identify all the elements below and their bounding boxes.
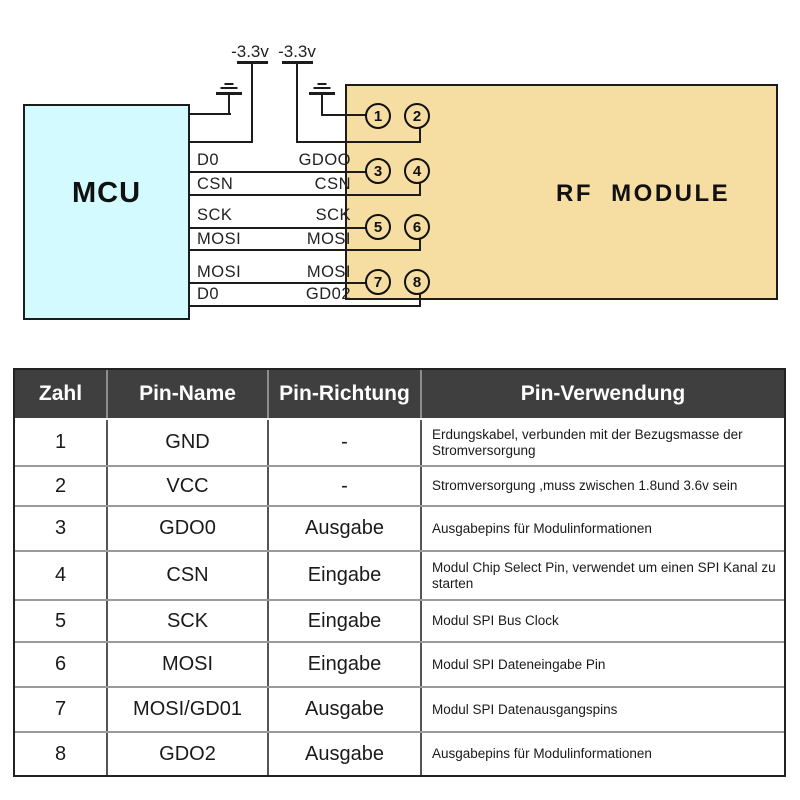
table-cell-pin-richtung: Ausgabe <box>269 507 422 550</box>
rf-pin-label: GDOO <box>298 151 351 169</box>
column-header-pin-verwendung: Pin-Verwendung <box>520 382 686 405</box>
wire <box>296 63 298 143</box>
pin-number-circle: 1 <box>365 103 391 129</box>
wire <box>297 141 421 143</box>
table-cell-pin-richtung: Eingabe <box>269 601 422 641</box>
rf-pin-label: MOSI <box>306 230 351 248</box>
table-cell-pin-verwendung: Erdungskabel, verbunden mit der Bezugsma… <box>432 426 743 458</box>
supply-rail-icon <box>237 61 268 64</box>
table-cell-pin-name: GDO2 <box>108 733 269 775</box>
table-cell-pin-richtung: Ausgabe <box>269 688 422 731</box>
pin-number-circle: 6 <box>404 214 430 240</box>
wire <box>419 128 421 143</box>
mcu-pin-label: MOSI <box>197 230 242 248</box>
table-cell-pin-richtung: Eingabe <box>269 643 422 686</box>
wire <box>322 114 367 116</box>
rf-pin-label: SCK <box>315 206 351 224</box>
mcu-pin-label: MOSI <box>197 263 242 281</box>
table-cell-pin-verwendung: Ausgabepins für Modulinformationen <box>432 520 652 536</box>
wire <box>419 239 421 251</box>
mcu-pin-label: SCK <box>197 206 233 224</box>
supply-voltage-label: -3.3v <box>278 42 316 61</box>
mcu-pin-label: D0 <box>197 151 220 169</box>
ground-icon <box>216 83 242 95</box>
table-header-row: Zahl Pin-Name Pin-Richtung Pin-Verwendun… <box>15 370 784 418</box>
table-cell-pin-richtung: Eingabe <box>269 552 422 599</box>
table-cell-zahl: 5 <box>15 601 108 641</box>
table-cell-pin-richtung: Ausgabe <box>269 733 422 775</box>
pin-number-circle: 8 <box>404 269 430 295</box>
pin-number-circle: 3 <box>365 158 391 184</box>
wire <box>251 63 253 143</box>
wire <box>189 227 366 229</box>
table-cell-pin-verwendung: Ausgabepins für Modulinformationen <box>432 746 652 761</box>
table-cell-zahl: 4 <box>15 552 108 599</box>
pin-number-circle: 5 <box>365 214 391 240</box>
table-cell-pin-name: GDO0 <box>108 507 269 550</box>
supply-voltage-label: -3.3v <box>231 42 269 61</box>
pin-number-circle: 4 <box>404 158 430 184</box>
table-cell-pin-name: MOSI <box>108 643 269 686</box>
supply-rail-icon <box>282 61 313 64</box>
table-cell-zahl: 1 <box>15 420 108 465</box>
pin-description-table: Zahl Pin-Name Pin-Richtung Pin-Verwendun… <box>13 368 786 777</box>
rf-pin-label: CSN <box>314 175 351 193</box>
mcu-block <box>23 104 190 320</box>
table-cell-zahl: 3 <box>15 507 108 550</box>
pin-number-circle: 2 <box>404 103 430 129</box>
rf-pin-label: MOSI <box>306 263 351 281</box>
table-cell-pin-verwendung: Modul SPI Dateneingabe Pin <box>432 656 606 672</box>
rf-module-label: RF MODULE <box>556 180 731 207</box>
wire <box>419 294 421 307</box>
wire <box>189 171 366 173</box>
wire <box>189 249 421 251</box>
table-cell-pin-verwendung: Stromversorgung ,muss zwischen 1.8und 3.… <box>432 478 738 493</box>
wire <box>189 194 421 196</box>
wire <box>228 95 230 115</box>
table-cell-pin-verwendung: Modul SPI Datenausgangspins <box>432 701 618 717</box>
mcu-pin-label: CSN <box>197 175 234 193</box>
table-cell-zahl: 7 <box>15 688 108 731</box>
table-cell-pin-verwendung: Modul SPI Bus Clock <box>432 613 559 628</box>
ground-icon <box>309 83 335 95</box>
mcu-block-label: MCU <box>71 177 142 209</box>
table-cell-pin-name: CSN <box>108 552 269 599</box>
wire <box>189 282 366 284</box>
wire <box>321 95 323 116</box>
table-cell-zahl: 6 <box>15 643 108 686</box>
wire <box>189 113 231 115</box>
table-cell-pin-richtung: - <box>269 467 422 505</box>
table-cell-pin-verwendung: Modul Chip Select Pin, verwendet um eine… <box>432 559 776 591</box>
mcu-pin-label: D0 <box>197 285 220 303</box>
wire <box>189 141 253 143</box>
column-header-pin-name: Pin-Name <box>108 370 269 418</box>
table-cell-zahl: 2 <box>15 467 108 505</box>
table-cell-pin-name: MOSI/GD01 <box>108 688 269 731</box>
table-cell-pin-name: SCK <box>108 601 269 641</box>
column-header-pin-richtung: Pin-Richtung <box>269 370 422 418</box>
wire <box>419 183 421 196</box>
column-header-zahl: Zahl <box>15 370 108 418</box>
rf-pin-label: GD02 <box>305 285 351 303</box>
pin-number-circle: 7 <box>365 269 391 295</box>
table-cell-pin-name: VCC <box>108 467 269 505</box>
table-cell-pin-name: GND <box>108 420 269 465</box>
wire <box>189 305 421 307</box>
table-cell-zahl: 8 <box>15 733 108 775</box>
table-cell-pin-richtung: - <box>269 420 422 465</box>
